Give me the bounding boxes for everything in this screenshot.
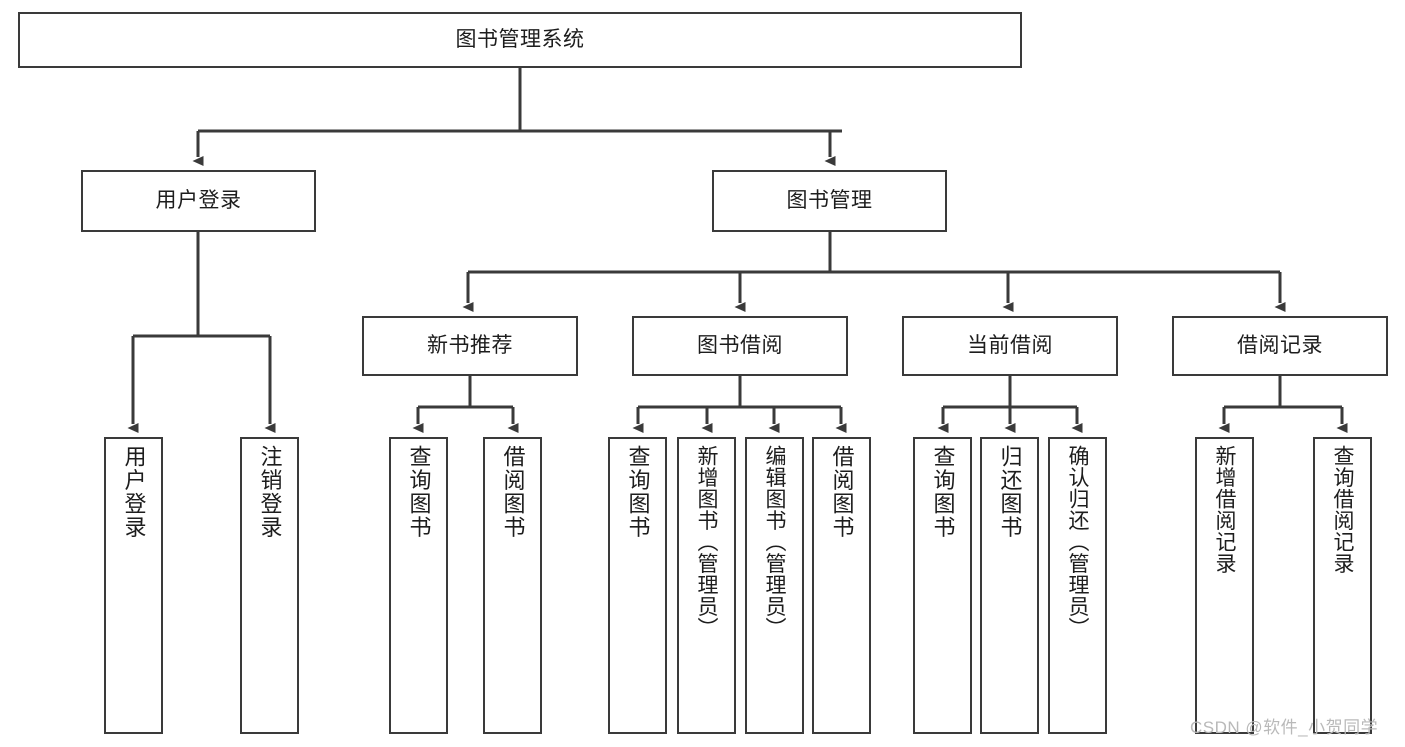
node-leaf-label: 归还图书 (997, 445, 1023, 539)
node-leaf-user-login-signout[interactable]: 注销登录 (240, 437, 299, 734)
node-book-borrow-label: 图书借阅 (697, 333, 783, 357)
node-leaf-book-borrow-add[interactable]: 新增图书（管理员） (677, 437, 736, 734)
node-leaf-label: 新增图书（管理员） (695, 445, 718, 639)
node-book-manage-label: 图书管理 (786, 188, 873, 212)
node-leaf-borrow-record-add[interactable]: 新增借阅记录 (1195, 437, 1254, 734)
node-user-login[interactable]: 用户登录 (81, 170, 316, 232)
node-new-book-recommend-label: 新书推荐 (427, 333, 513, 357)
node-leaf-label: 查询借阅记录 (1331, 445, 1354, 574)
node-leaf-new-book-query[interactable]: 查询图书 (389, 437, 448, 734)
node-leaf-book-borrow-edit[interactable]: 编辑图书（管理员） (745, 437, 804, 734)
node-book-manage[interactable]: 图书管理 (712, 170, 947, 232)
node-leaf-label: 新增借阅记录 (1213, 445, 1236, 574)
node-leaf-label: 借阅图书 (500, 445, 526, 539)
node-leaf-new-book-borrow[interactable]: 借阅图书 (483, 437, 542, 734)
node-book-borrow[interactable]: 图书借阅 (632, 316, 848, 376)
node-leaf-label: 编辑图书（管理员） (763, 445, 786, 639)
node-current-borrow-label: 当前借阅 (967, 333, 1053, 357)
node-leaf-label: 确认归还（管理员） (1066, 445, 1089, 639)
node-leaf-book-borrow-borrow[interactable]: 借阅图书 (812, 437, 871, 734)
node-borrow-record-label: 借阅记录 (1237, 333, 1323, 357)
node-leaf-label: 注销登录 (257, 445, 283, 539)
csdn-watermark: CSDN @软件_小贺同学 (1190, 718, 1379, 737)
node-leaf-label: 查询图书 (406, 445, 432, 539)
node-leaf-current-borrow-confirm[interactable]: 确认归还（管理员） (1048, 437, 1107, 734)
node-borrow-record[interactable]: 借阅记录 (1172, 316, 1388, 376)
node-leaf-label: 借阅图书 (829, 445, 855, 539)
node-leaf-user-login-signin[interactable]: 用户登录 (104, 437, 163, 734)
node-leaf-borrow-record-query[interactable]: 查询借阅记录 (1313, 437, 1372, 734)
node-root[interactable]: 图书管理系统 (18, 12, 1022, 68)
node-current-borrow[interactable]: 当前借阅 (902, 316, 1118, 376)
node-new-book-recommend[interactable]: 新书推荐 (362, 316, 578, 376)
node-leaf-book-borrow-query[interactable]: 查询图书 (608, 437, 667, 734)
node-leaf-label: 查询图书 (625, 445, 651, 539)
node-root-label: 图书管理系统 (455, 27, 585, 51)
node-leaf-current-borrow-query[interactable]: 查询图书 (913, 437, 972, 734)
node-user-login-label: 用户登录 (155, 188, 242, 212)
node-leaf-current-borrow-return[interactable]: 归还图书 (980, 437, 1039, 734)
node-leaf-label: 查询图书 (930, 445, 956, 539)
node-leaf-label: 用户登录 (121, 445, 147, 539)
